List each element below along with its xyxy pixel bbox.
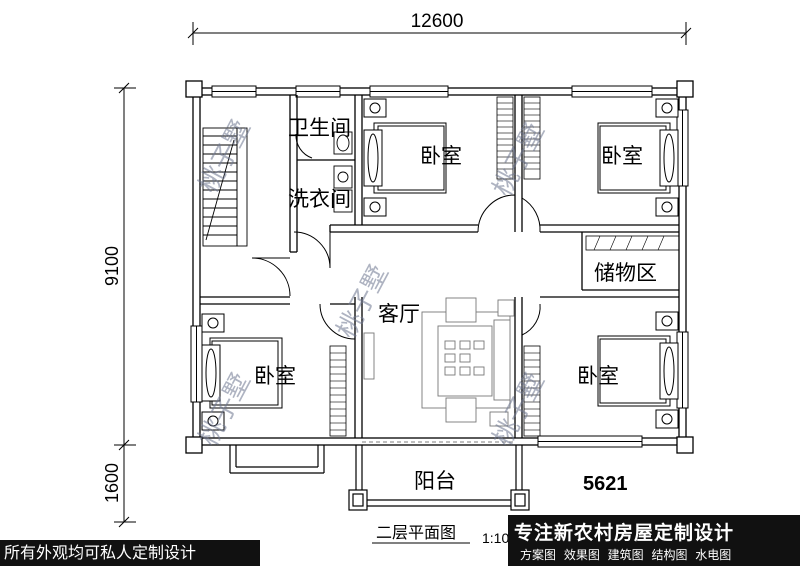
- room-label-bathroom: 卫生间: [288, 116, 351, 140]
- room-label-living-room: 客厅: [378, 302, 420, 326]
- balcony: [348, 441, 530, 511]
- dimension-left: [114, 82, 136, 528]
- room-label-bedroom-bottom-right: 卧室: [577, 364, 619, 388]
- room-label-bedroom-top-middle: 卧室: [420, 144, 462, 168]
- staircase: [202, 127, 248, 247]
- plan-scale: 1:10: [482, 530, 509, 546]
- plan-title: 二层平面图: [376, 523, 456, 542]
- bed-top-right: [597, 98, 679, 217]
- door-swings: [251, 133, 541, 340]
- bathroom-fixtures: [333, 131, 353, 213]
- footer-note: 所有外观均可私人定制设计: [0, 540, 260, 566]
- room-label-bedroom-top-right: 卧室: [601, 144, 643, 168]
- wardrobe-hatching: [330, 102, 665, 431]
- dimension-depth-label: 9100: [102, 246, 122, 286]
- living-room-furniture: [363, 297, 515, 427]
- room-label-bedroom-bottom-left: 卧室: [254, 364, 296, 388]
- service-banner: 专注新农村房屋定制设计 方案图 效果图 建筑图 结构图 水电图: [508, 515, 800, 566]
- wardrobes: [329, 96, 680, 437]
- room-label-balcony: 阳台: [414, 469, 456, 493]
- dimension-width-label: 12600: [411, 11, 464, 32]
- bay-window-left: [229, 445, 325, 474]
- room-label-laundry: 洗衣间: [288, 187, 351, 211]
- plan-code: 5621: [583, 473, 628, 495]
- bed-bottom-right: [597, 311, 679, 429]
- dimension-top: [187, 22, 692, 45]
- bed-bottom-left: [201, 313, 283, 431]
- banner-headline: 专注新农村房屋定制设计: [514, 522, 735, 544]
- room-label-storage: 储物区: [594, 261, 657, 285]
- dimension-balcony-depth-label: 1600: [102, 463, 122, 503]
- banner-services: 方案图 效果图 建筑图 结构图 水电图: [520, 548, 732, 562]
- bed-top-middle: [363, 98, 447, 217]
